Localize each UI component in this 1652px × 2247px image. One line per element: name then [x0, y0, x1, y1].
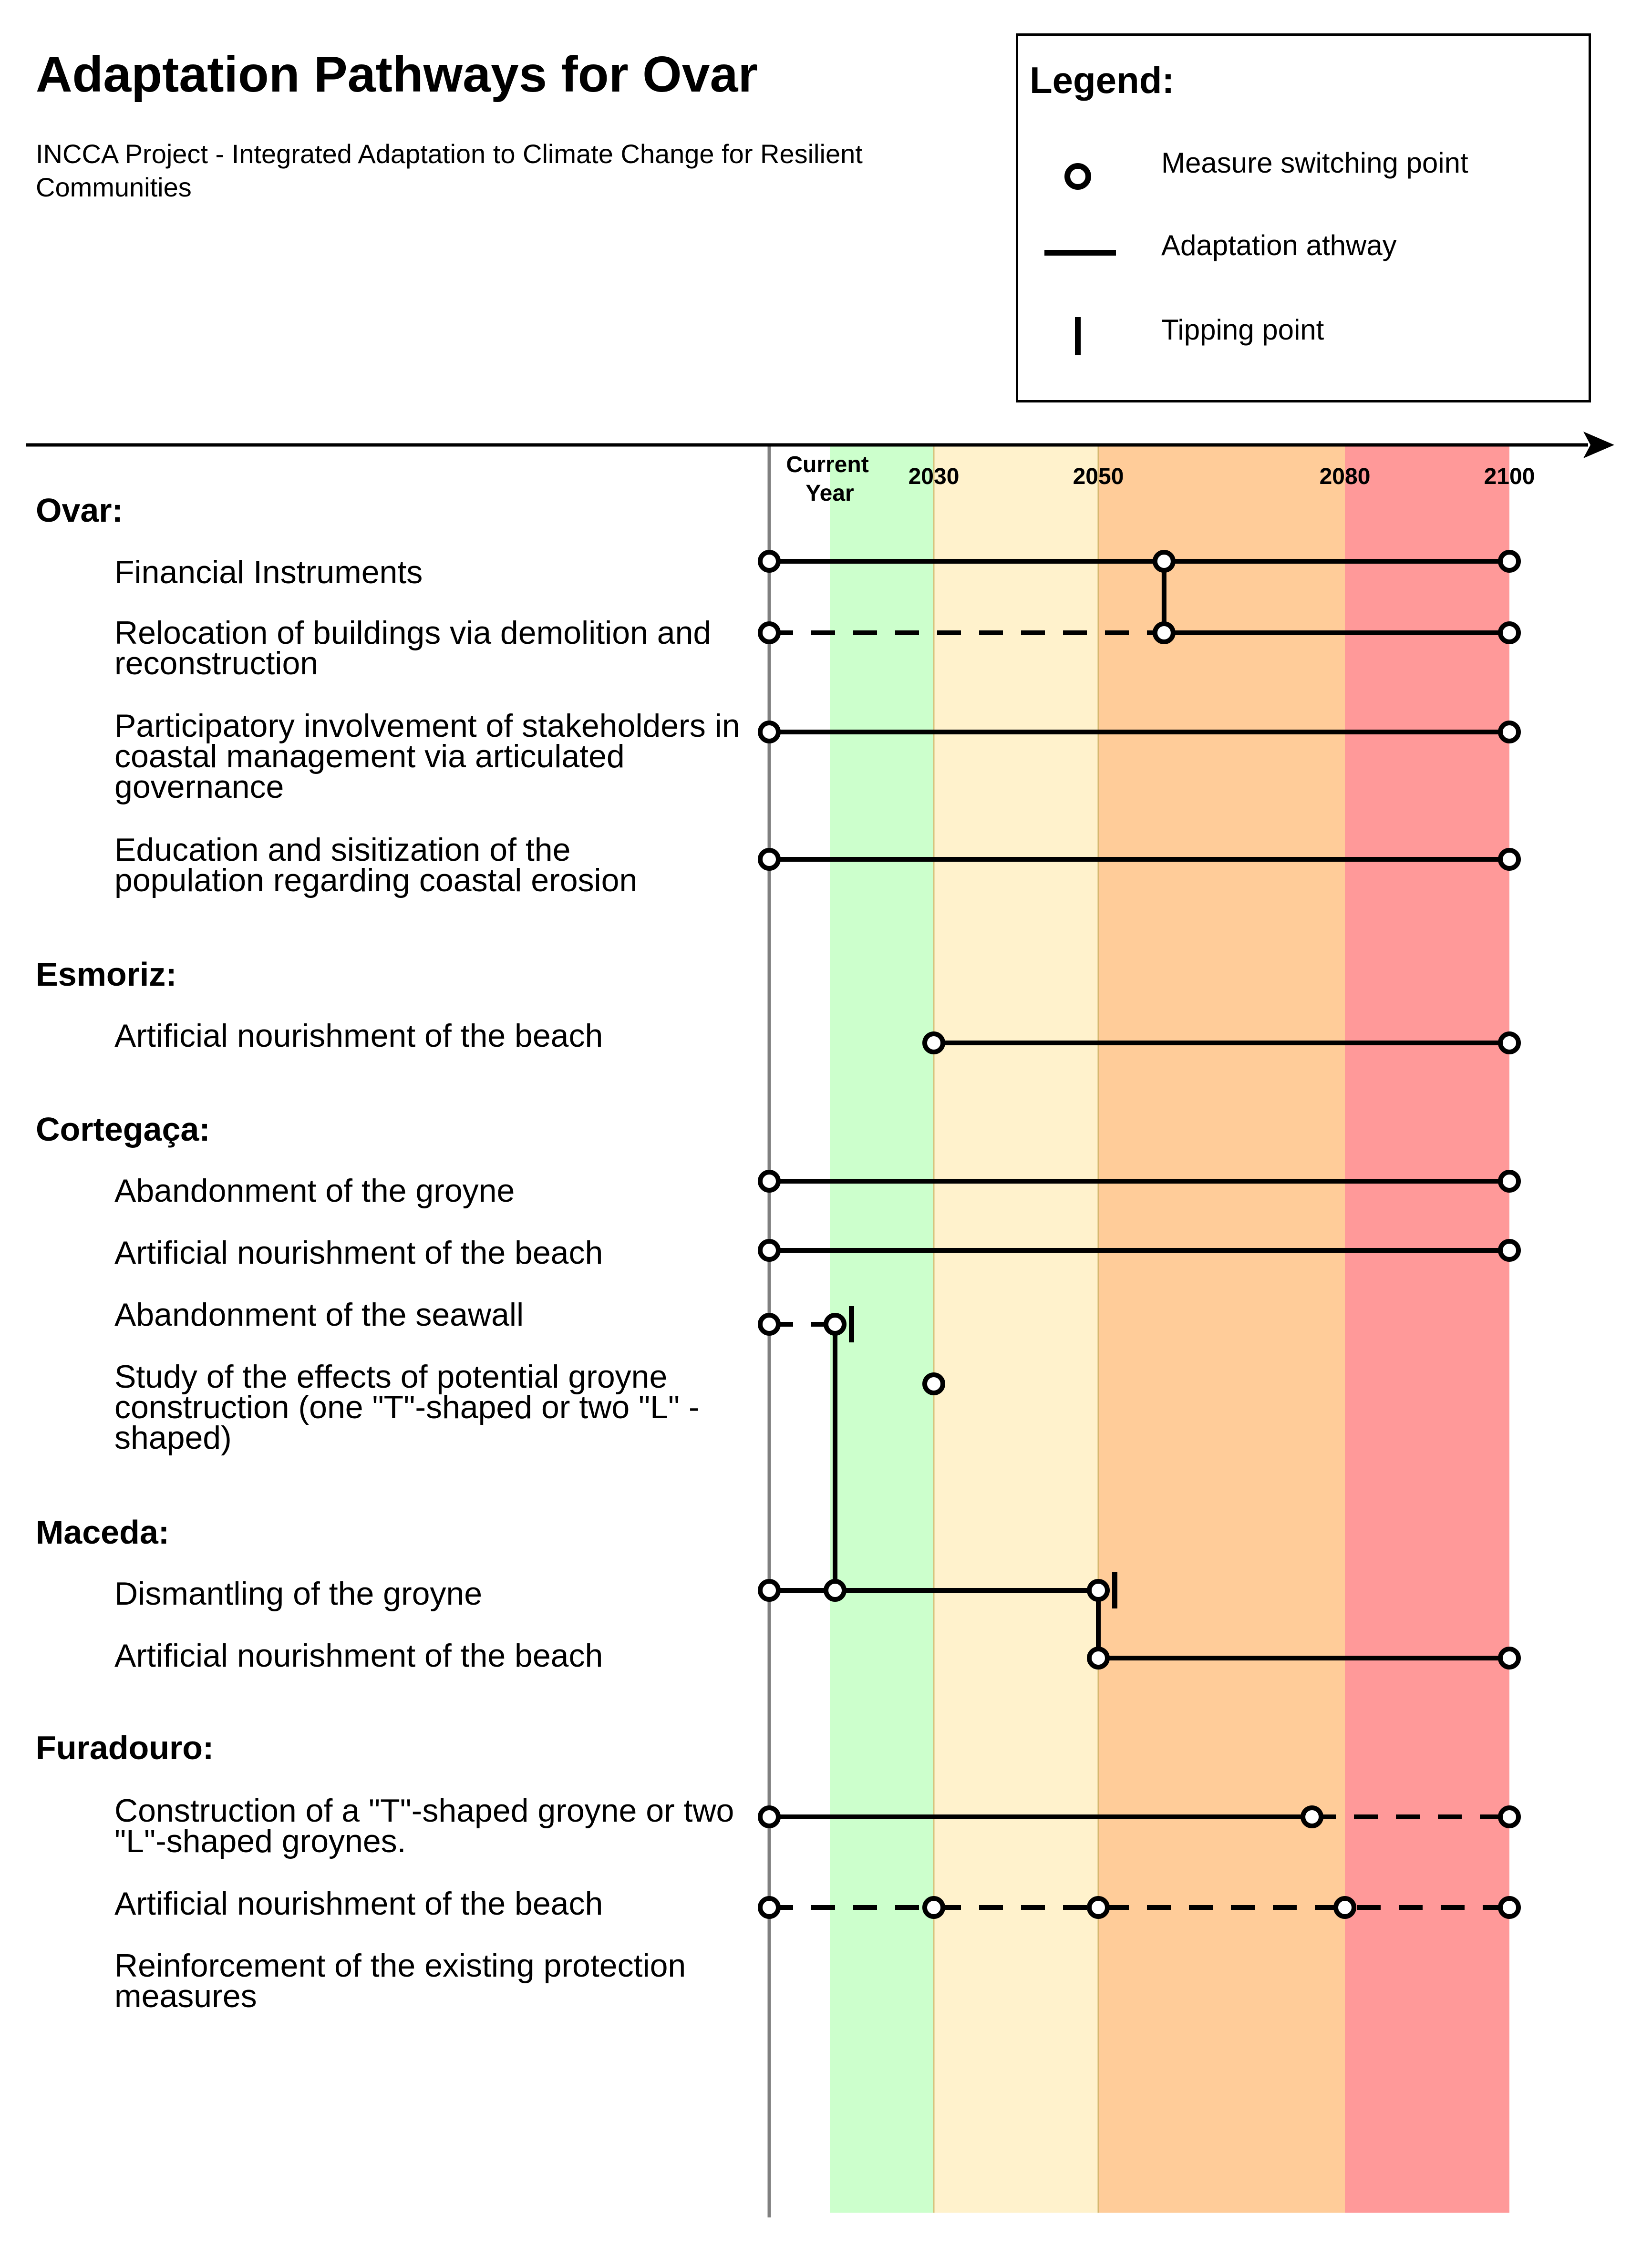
current-year-label: Current [786, 452, 868, 477]
switching-point-maceda-0-2 [824, 1579, 847, 1602]
switching-point-cortegaca-0-1 [758, 1170, 781, 1193]
year-label-2080: 2080 [1320, 464, 1371, 489]
time-band-1 [830, 446, 934, 2213]
legend-label-pathway: Adaptation athway [1161, 229, 1397, 261]
switching-point-ovar-3-2 [1498, 848, 1521, 871]
switching-point-ovar-1-2 [1152, 621, 1176, 644]
time-band-4 [1345, 446, 1509, 2213]
row-label-cortegaca-3: Abandonment of the seawall [114, 1297, 524, 1333]
switching-point-maceda-0-3 [1087, 1579, 1110, 1602]
group-label-ovar: Ovar: [36, 492, 123, 529]
switching-point-maceda-1-2 [1498, 1647, 1521, 1670]
switching-point-cortegaca-2-1 [758, 1313, 781, 1336]
row-label-cortegaca-1: Abandonment of the groyne [114, 1173, 515, 1209]
switching-point-ovar-1-3 [1498, 621, 1521, 644]
legend-box: Legend: Measure switching point Adaptati… [1016, 33, 1591, 402]
legend-switching-point-icon [1064, 163, 1091, 190]
switching-point-esmoriz-0-1 [922, 1031, 945, 1054]
row-label-ovar-2: Relocation of buildings via demolition a… [114, 615, 712, 681]
row-label-ovar-1: Financial Instruments [114, 554, 423, 590]
row-label-esmoriz-1: Artificial nourishment of the beach [114, 1018, 603, 1054]
switching-point-furadouro-1-1 [758, 1896, 781, 1919]
year-label-2100: 2100 [1484, 464, 1535, 489]
time-axis-arrow-icon [1583, 432, 1614, 458]
row-label-furadouro-3: Reinforcement of the existing protection… [114, 1948, 686, 2014]
group-label-maceda: Maceda: [36, 1514, 170, 1551]
switching-point-furadouro-0-3 [1498, 1805, 1521, 1828]
group-label-cortegaca: Cortegaça: [36, 1111, 210, 1148]
switching-point-furadouro-1-3 [1087, 1896, 1110, 1919]
switching-point-ovar-3-1 [758, 848, 781, 871]
group-label-furadouro: Furadouro: [36, 1729, 214, 1766]
switching-point-furadouro-0-2 [1301, 1805, 1324, 1828]
legend-title: Legend: [1030, 59, 1175, 101]
legend-label-switching-point: Measure switching point [1161, 147, 1468, 179]
row-label-cortegaca-2: Artificial nourishment of the beach [114, 1235, 603, 1271]
switching-point-ovar-0-2 [1152, 550, 1176, 573]
switching-point-furadouro-1-4 [1333, 1896, 1356, 1919]
row-label-maceda-2: Artificial nourishment of the beach [114, 1638, 603, 1674]
switching-point-ovar-1-1 [758, 621, 781, 644]
switching-point-ovar-2-1 [758, 721, 781, 743]
switching-point-maceda-1-1 [1087, 1647, 1110, 1670]
row-label-cortegaca-4: Study of the effects of potential groyne… [114, 1359, 700, 1456]
row-label-ovar-4: Education and sisitization of the popula… [114, 832, 638, 898]
time-band-2 [934, 446, 1098, 2213]
switching-point-ovar-0-3 [1498, 550, 1521, 573]
group-label-esmoriz: Esmoriz: [36, 956, 177, 993]
legend-label-tipping-point: Tipping point [1161, 314, 1324, 346]
row-label-maceda-1: Dismantling of the groyne [114, 1576, 483, 1612]
switching-point-ovar-0-1 [758, 550, 781, 573]
legend-pathway-line-icon [1044, 250, 1116, 256]
switching-point-cortegaca-1-2 [1498, 1239, 1521, 1262]
switching-point-cortegaca-2-2 [824, 1313, 847, 1336]
switching-point-esmoriz-0-2 [1498, 1031, 1521, 1054]
row-label-furadouro-2: Artificial nourishment of the beach [114, 1886, 603, 1922]
time-band-3 [1098, 446, 1345, 2213]
year-label-2030: 2030 [909, 464, 960, 489]
year-label-2050: 2050 [1073, 464, 1124, 489]
page-title: Adaptation Pathways for Ovar [36, 46, 758, 103]
switching-point-cortegaca-0-2 [1498, 1170, 1521, 1193]
legend-tipping-point-icon [1075, 317, 1081, 355]
switching-point-furadouro-1-5 [1498, 1896, 1521, 1919]
switching-point-ovar-2-2 [1498, 721, 1521, 743]
switching-point-cortegaca-1-1 [758, 1239, 781, 1262]
switching-point-furadouro-0-1 [758, 1805, 781, 1828]
page-subtitle: INCCA Project - Integrated Adaptation to… [36, 139, 863, 202]
switching-point-maceda-0-1 [758, 1579, 781, 1602]
row-label-ovar-3: Participatory involvement of stakeholder… [114, 708, 740, 805]
switching-point-cortegaca-3-1 [922, 1372, 945, 1395]
switching-point-furadouro-1-2 [922, 1896, 945, 1919]
row-label-furadouro-1: Construction of a "T"-shaped groyne or t… [114, 1793, 734, 1859]
current-year-label-line2: Year [805, 481, 854, 506]
